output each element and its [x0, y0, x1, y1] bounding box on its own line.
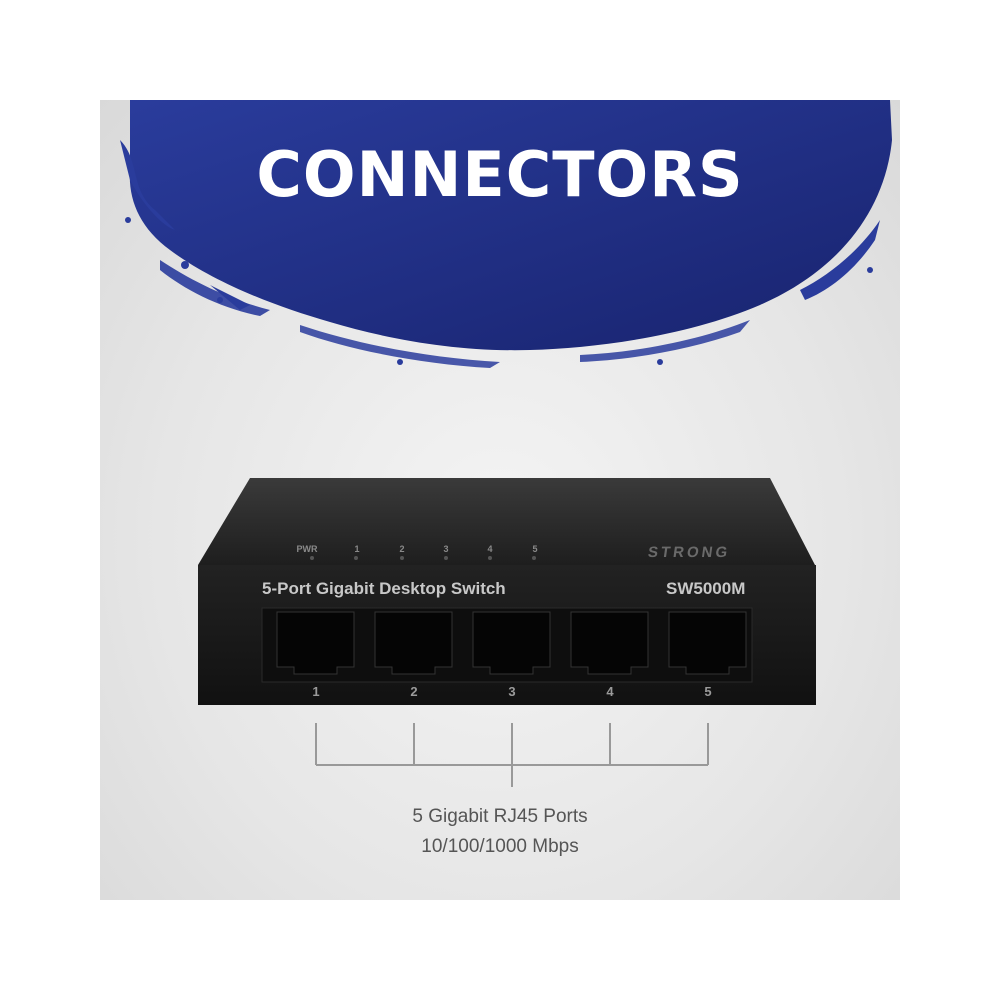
- led-label-2: 2: [399, 544, 405, 554]
- port-number-3: 3: [508, 684, 516, 699]
- port-number-4: 4: [606, 684, 614, 699]
- blue-brush-stroke: [120, 100, 892, 368]
- led-label-pwr: PWR: [296, 544, 318, 554]
- led-label-3: 3: [443, 544, 449, 554]
- port-number-5: 5: [704, 684, 712, 699]
- led-label-4: 4: [487, 544, 493, 554]
- led-label-1: 1: [354, 544, 360, 554]
- led-label-5: 5: [532, 544, 538, 554]
- rj45-port-group: [276, 611, 747, 675]
- caption-line-1: 5 Gigabit RJ45 Ports: [412, 806, 588, 827]
- page-title: CONNECTORS: [256, 138, 744, 211]
- product-name: 5-Port Gigabit Desktop Switch: [262, 579, 506, 598]
- caption-line-2: 10/100/1000 Mbps: [421, 836, 579, 857]
- brand-logo: STRONG: [646, 544, 732, 561]
- port-bracket-connector: [315, 723, 709, 787]
- port-number-1: 1: [312, 684, 320, 699]
- port-number-2: 2: [410, 684, 418, 699]
- network-switch-image: [198, 478, 816, 705]
- model-number: SW5000M: [666, 579, 746, 598]
